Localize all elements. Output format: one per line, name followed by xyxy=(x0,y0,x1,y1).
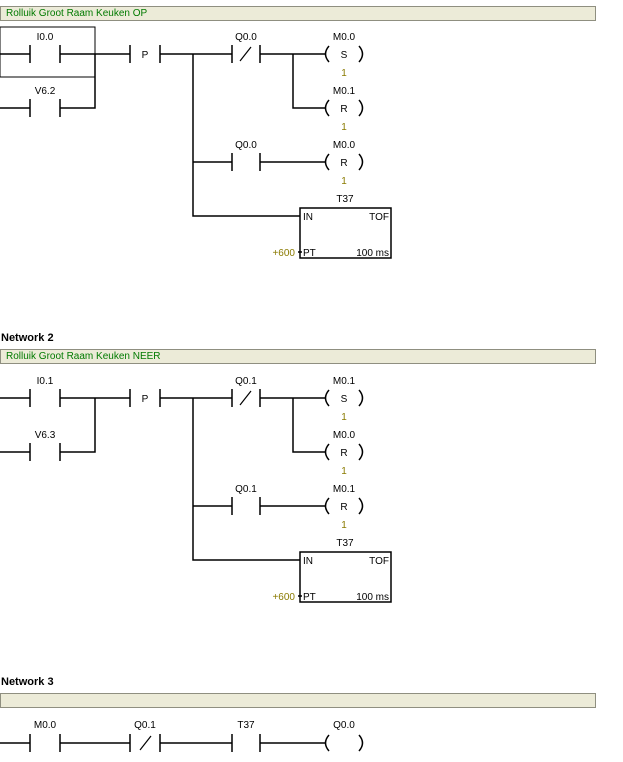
n1-timer-preset[interactable]: +600 xyxy=(272,248,295,259)
n2-timer-resolution: 100 ms xyxy=(356,592,389,603)
n2-coil3-label[interactable]: M0.1 xyxy=(333,484,356,495)
n2-coil1-label[interactable]: M0.1 xyxy=(333,376,356,387)
n1-coil1-label[interactable]: M0.0 xyxy=(333,32,356,43)
n2-coil2-count: 1 xyxy=(341,466,347,477)
n2-coil2-op: R xyxy=(340,448,347,459)
n2-coil1-op: S xyxy=(341,394,348,405)
network-3-title: Network 3 xyxy=(1,676,54,688)
n2-contact-q01-nc-label[interactable]: Q0.1 xyxy=(235,376,257,387)
n1-coil3-op: R xyxy=(340,158,347,169)
n3-contact-t37-label[interactable]: T37 xyxy=(237,720,255,731)
n1-coil2-op: R xyxy=(340,104,347,115)
n2-coil3-op: R xyxy=(340,502,347,513)
network-1-comment[interactable]: Rolluik Groot Raam Keuken OP xyxy=(0,6,596,21)
n2-timer-pt: PT xyxy=(303,592,316,603)
n2-contact-v63-label[interactable]: V6.3 xyxy=(35,430,56,441)
network-2-title: Network 2 xyxy=(1,332,54,344)
n2-positive-edge-symbol[interactable]: P xyxy=(142,394,149,405)
n1-timer-pt: PT xyxy=(303,248,316,259)
n1-timer-resolution: 100 ms xyxy=(356,248,389,259)
n1-contact-q00-nc-label[interactable]: Q0.0 xyxy=(235,32,257,43)
n1-timer-type: TOF xyxy=(369,212,389,223)
n1-coil1-count: 1 xyxy=(341,68,347,79)
network-3-comment[interactable] xyxy=(0,693,596,708)
network-1-rungs xyxy=(0,26,392,259)
selection-box xyxy=(0,26,96,78)
n2-coil2-label[interactable]: M0.0 xyxy=(333,430,356,441)
network-1-comment-text: Rolluik Groot Raam Keuken OP xyxy=(6,8,148,19)
n2-coil1-count: 1 xyxy=(341,412,347,423)
n2-contact-q01-label[interactable]: Q0.1 xyxy=(235,484,257,495)
n1-positive-edge-symbol[interactable]: P xyxy=(142,50,149,61)
network-2-comment-text: Rolluik Groot Raam Keuken NEER xyxy=(6,351,161,362)
n3-coil-q00-label[interactable]: Q0.0 xyxy=(333,720,355,731)
n1-coil3-count: 1 xyxy=(341,176,347,187)
n2-coil3-count: 1 xyxy=(341,520,347,531)
n1-coil2-label[interactable]: M0.1 xyxy=(333,86,356,97)
n1-coil1-op: S xyxy=(341,50,348,61)
n2-timer-name[interactable]: T37 xyxy=(336,538,354,549)
n3-contact-m00-label[interactable]: M0.0 xyxy=(34,720,57,731)
network-2-rungs xyxy=(0,389,392,603)
n2-timer-in: IN xyxy=(303,556,313,567)
network-3-rungs xyxy=(0,734,364,752)
n2-contact-i01-label[interactable]: I0.1 xyxy=(37,376,54,387)
n2-timer-type: TOF xyxy=(369,556,389,567)
n2-timer-preset[interactable]: +600 xyxy=(272,592,295,603)
n1-contact-i00-label[interactable]: I0.0 xyxy=(37,32,54,43)
n1-contact-q00-label[interactable]: Q0.0 xyxy=(235,140,257,151)
n1-coil3-label[interactable]: M0.0 xyxy=(333,140,356,151)
n1-timer-name[interactable]: T37 xyxy=(336,194,354,205)
n1-timer-in: IN xyxy=(303,212,313,223)
n3-contact-q01-nc-label[interactable]: Q0.1 xyxy=(134,720,156,731)
n1-coil2-count: 1 xyxy=(341,122,347,133)
network-2-comment[interactable]: Rolluik Groot Raam Keuken NEER xyxy=(0,349,596,364)
n1-contact-v62-label[interactable]: V6.2 xyxy=(35,86,56,97)
